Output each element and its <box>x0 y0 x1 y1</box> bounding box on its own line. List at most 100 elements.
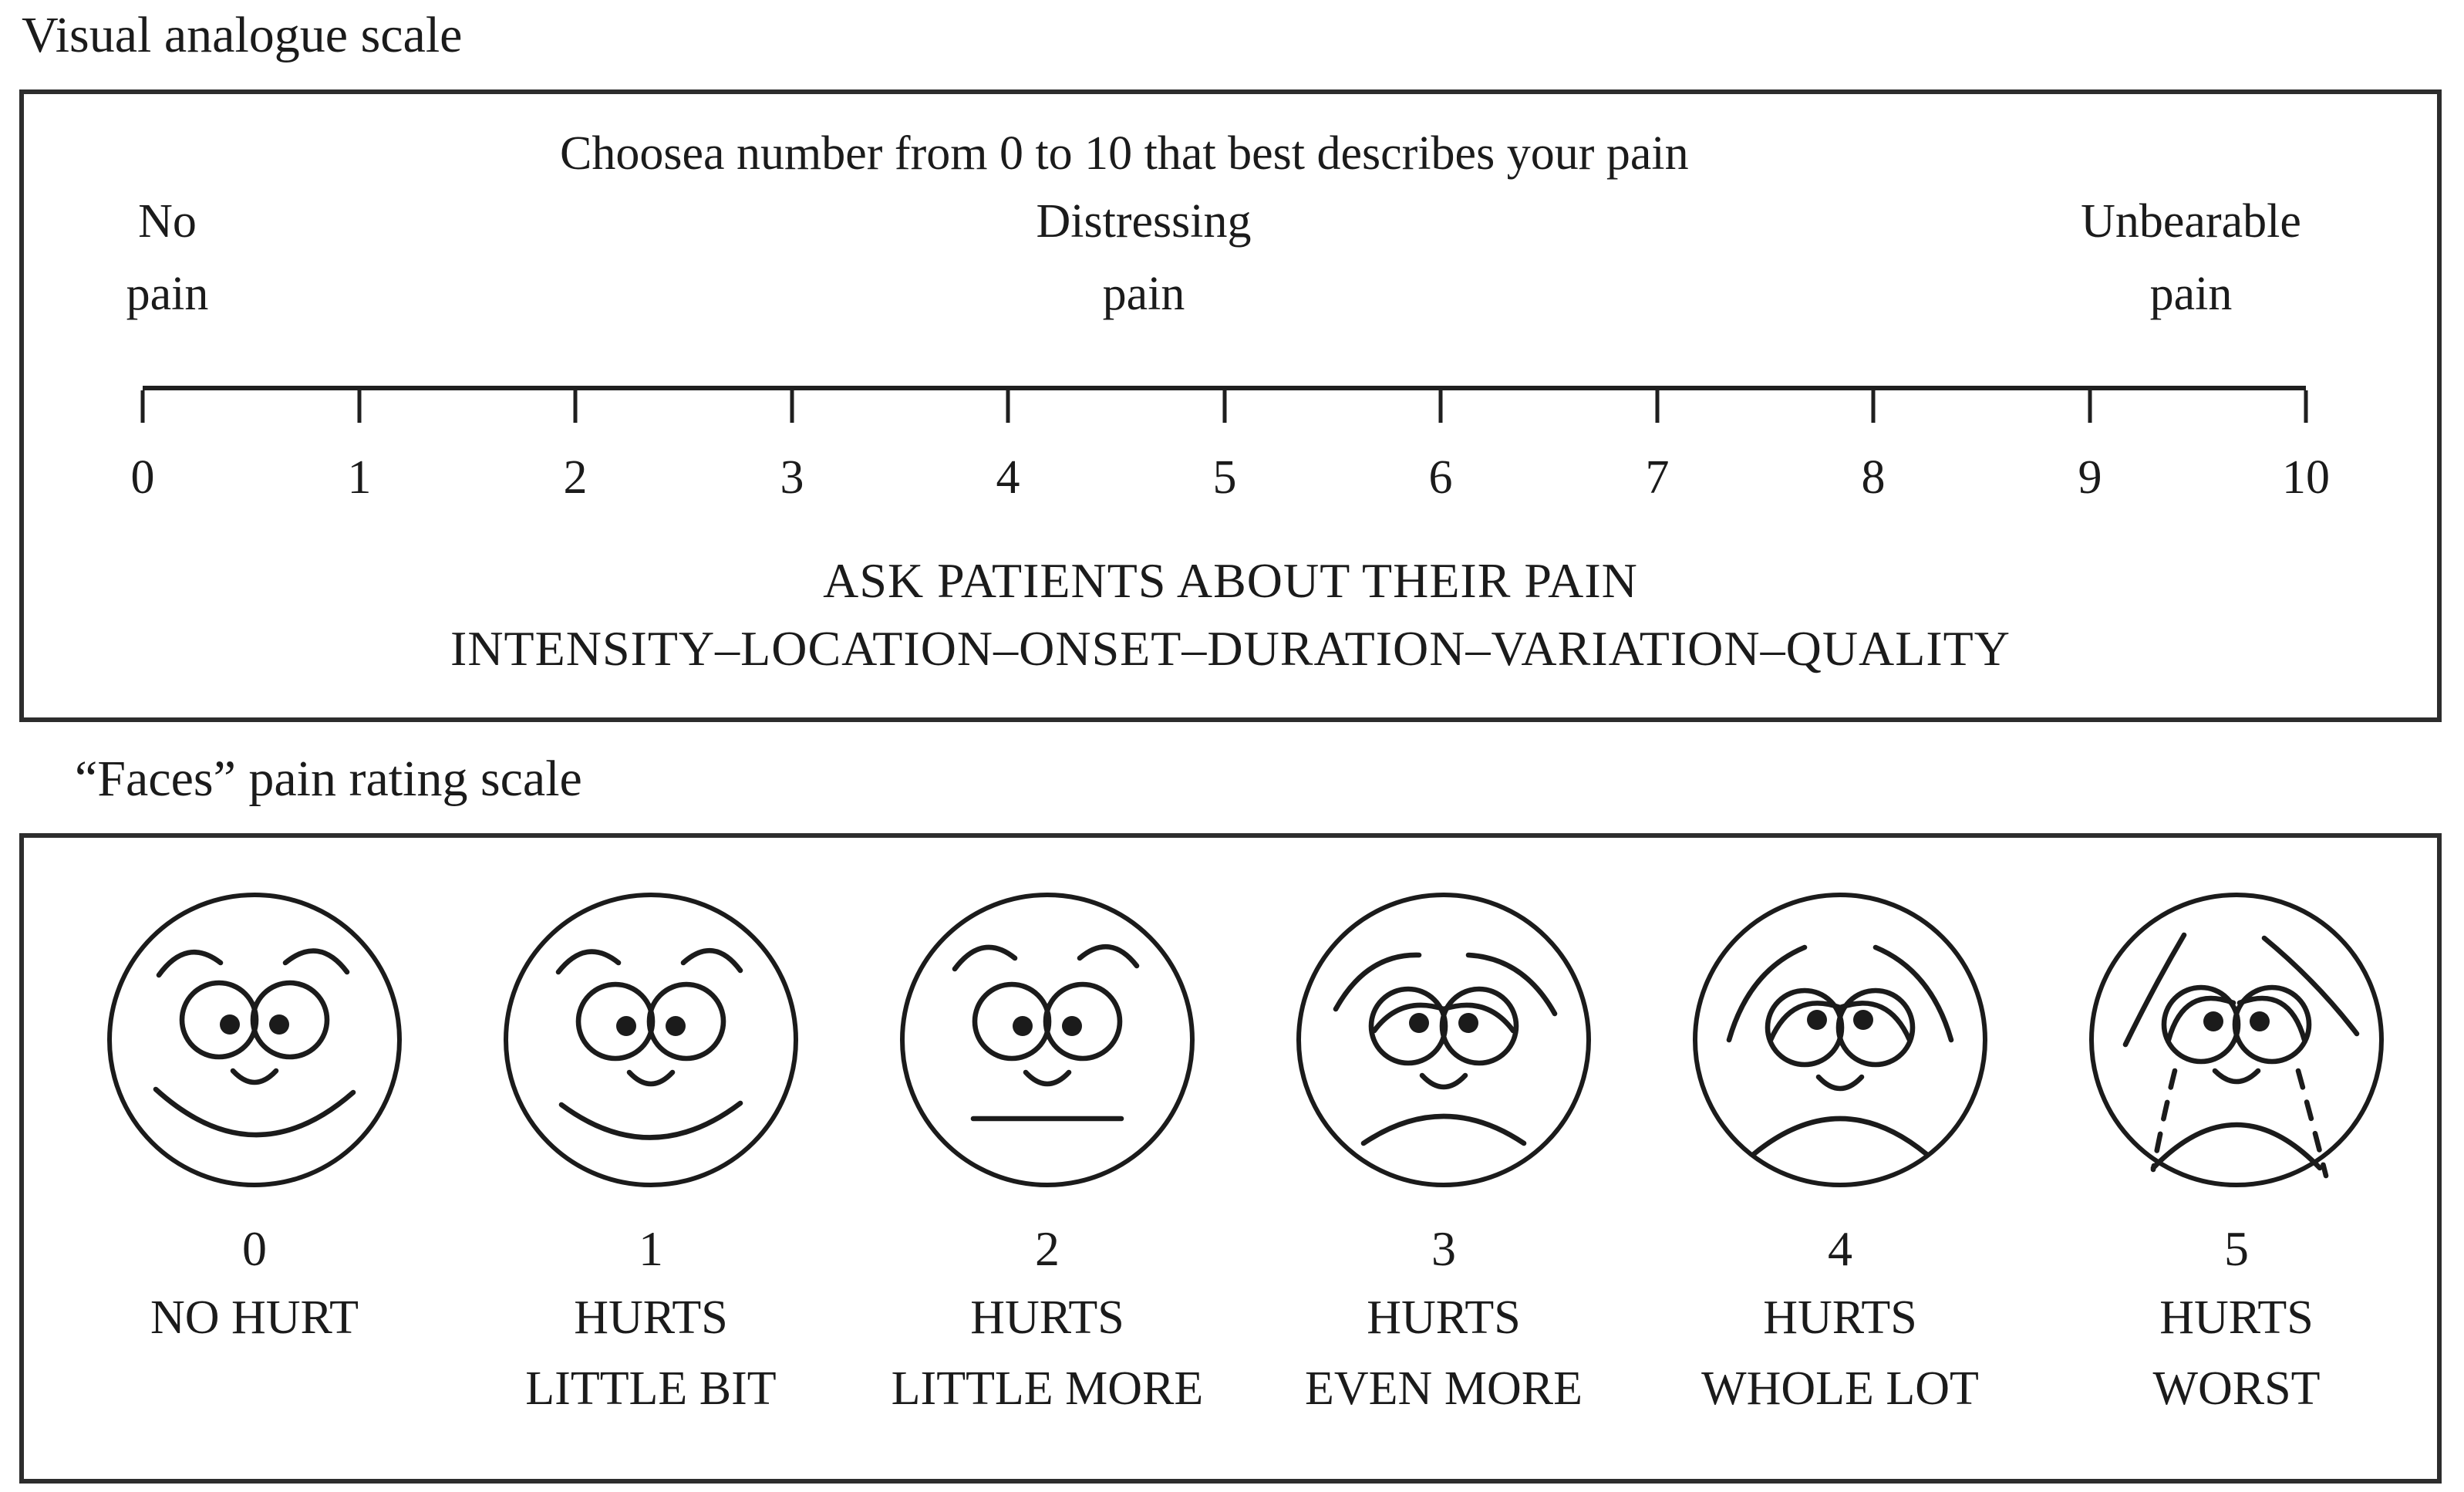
vas-panel: Choosea number from 0 to 10 that best de… <box>19 89 2442 722</box>
face-outline <box>1296 893 1591 1187</box>
ruler-tick-5 <box>1222 390 1227 423</box>
tick-label-2: 2 <box>563 451 588 504</box>
left-eye <box>2161 984 2241 1065</box>
face-item-1: 1 HURTS LITTLE BIT <box>450 886 851 1424</box>
left-eye <box>1765 987 1845 1068</box>
face-label-line1: HURTS <box>1367 1291 1521 1344</box>
face-outline <box>900 893 1195 1187</box>
left-eyelid <box>1768 1001 1843 1043</box>
face-label-line2: WORST <box>2152 1362 2321 1415</box>
big-smile-mouth <box>153 1086 356 1138</box>
face-item-4: 4 HURTS WHOLE LOT <box>1640 886 2041 1424</box>
tick-label-3: 3 <box>780 451 804 504</box>
face-3-frown-icon <box>1296 893 1591 1187</box>
face-value: 2 <box>1035 1221 1060 1276</box>
face-label-line1: HURTS <box>574 1291 728 1344</box>
right-eye <box>1043 981 1123 1062</box>
anchor-unbearable-pain: Unbearable pain <box>2081 185 2301 330</box>
right-eyebrow <box>2261 935 2360 1037</box>
ruler-tick-4 <box>1006 390 1010 423</box>
nose <box>1419 1072 1468 1090</box>
ruler-tick-0 <box>140 390 145 423</box>
tick-label-10: 10 <box>2282 451 2330 504</box>
tick-label-0: 0 <box>130 451 155 504</box>
left-eyelid <box>2166 995 2236 1043</box>
right-eyebrow <box>1465 952 1558 1017</box>
face-1-smile-icon <box>504 893 798 1187</box>
left-eye <box>179 980 259 1060</box>
right-pupil <box>1062 1016 1082 1036</box>
right-eye <box>250 980 330 1060</box>
anchor-distressing-line1: Distressing <box>1036 195 1252 248</box>
right-pupil <box>269 1014 289 1035</box>
left-eyebrow <box>156 950 224 978</box>
anchor-no-pain-line1: No <box>138 195 197 248</box>
face-label-line1: HURTS <box>2159 1291 2314 1344</box>
face-label-line1: HURTS <box>970 1291 1124 1344</box>
anchor-distressing-pain: Distressing pain <box>1036 185 1252 330</box>
left-eyelid <box>1371 1002 1447 1034</box>
face-value: 1 <box>639 1221 663 1276</box>
ruler-tick-labels: 0 1 2 3 4 5 6 7 8 9 10 <box>131 451 2331 520</box>
face-2-neutral-icon <box>900 893 1195 1187</box>
left-eyebrow <box>1726 944 1808 1043</box>
face-label-line1: NO HURT <box>150 1291 359 1344</box>
face-label-line2: LITTLE BIT <box>525 1362 777 1415</box>
ruler-tick-7 <box>1655 390 1660 423</box>
left-pupil <box>2203 1011 2223 1031</box>
right-pupil <box>2250 1011 2270 1031</box>
right-eyebrow <box>680 948 743 974</box>
face-item-2: 2 HURTS LITTLE MORE <box>847 886 1248 1424</box>
anchor-no-pain: No pain <box>126 185 209 330</box>
right-pupil <box>1458 1013 1478 1033</box>
anchor-unbearable-line1: Unbearable <box>2081 195 2301 248</box>
ruler-tick-3 <box>790 390 794 423</box>
left-pupil <box>1807 1010 1827 1030</box>
ruler-tick-6 <box>1438 390 1443 423</box>
right-pupil <box>1853 1010 1873 1030</box>
face-label-line1: HURTS <box>1763 1291 1917 1344</box>
face-0-big-smile-icon <box>107 893 402 1187</box>
vas-instruction: Choosea number from 0 to 10 that best de… <box>560 127 1689 180</box>
pain-scale-ruler <box>140 386 2308 423</box>
left-eye <box>575 981 656 1062</box>
right-eye <box>1439 986 1519 1066</box>
nose <box>626 1069 676 1087</box>
face-value: 3 <box>1431 1221 1456 1276</box>
vas-section-title: Visual analogue scale <box>22 7 463 63</box>
face-item-3: 3 HURTS EVEN MORE <box>1243 886 1644 1424</box>
right-eyebrow <box>1872 944 1954 1043</box>
tick-label-4: 4 <box>996 451 1020 504</box>
nose <box>2212 1068 2261 1085</box>
tick-label-5: 5 <box>1212 451 1237 504</box>
face-value: 5 <box>2224 1221 2249 1276</box>
face-label: NO HURT <box>54 1282 455 1353</box>
deep-frown-mouth <box>1751 1116 1930 1157</box>
right-eyelid <box>2236 995 2307 1043</box>
tick-label-1: 1 <box>347 451 372 504</box>
face-label: HURTS EVEN MORE <box>1243 1282 1644 1424</box>
ruler-tick-10 <box>2304 390 2308 423</box>
right-eyebrow <box>1077 943 1140 969</box>
face-label: HURTS LITTLE MORE <box>847 1282 1248 1424</box>
tick-label-6: 6 <box>1428 451 1453 504</box>
crying-frown-mouth <box>2150 1122 2323 1171</box>
faces-section-title: “Faces” pain rating scale <box>75 751 582 807</box>
left-pupil <box>1013 1016 1033 1036</box>
left-pupil <box>616 1016 636 1036</box>
right-eye <box>2232 984 2312 1065</box>
nose <box>230 1068 279 1085</box>
right-pupil <box>666 1016 686 1036</box>
face-label: HURTS WHOLE LOT <box>1640 1282 2041 1424</box>
right-eyebrow <box>282 948 350 975</box>
smile-mouth <box>558 1100 743 1140</box>
faces-panel: 0 NO HURT 1 HURTS LITTLE BIT <box>19 833 2442 1484</box>
right-eye <box>646 981 726 1062</box>
left-eyebrow <box>952 944 1018 972</box>
face-item-5: 5 HURTS WORST <box>2036 886 2437 1424</box>
face-4-deep-frown-icon <box>1693 893 1987 1187</box>
ruler-tick-1 <box>357 390 362 423</box>
right-tear-icon <box>2295 1068 2329 1179</box>
left-pupil <box>220 1014 240 1035</box>
tick-label-7: 7 <box>1645 451 1670 504</box>
